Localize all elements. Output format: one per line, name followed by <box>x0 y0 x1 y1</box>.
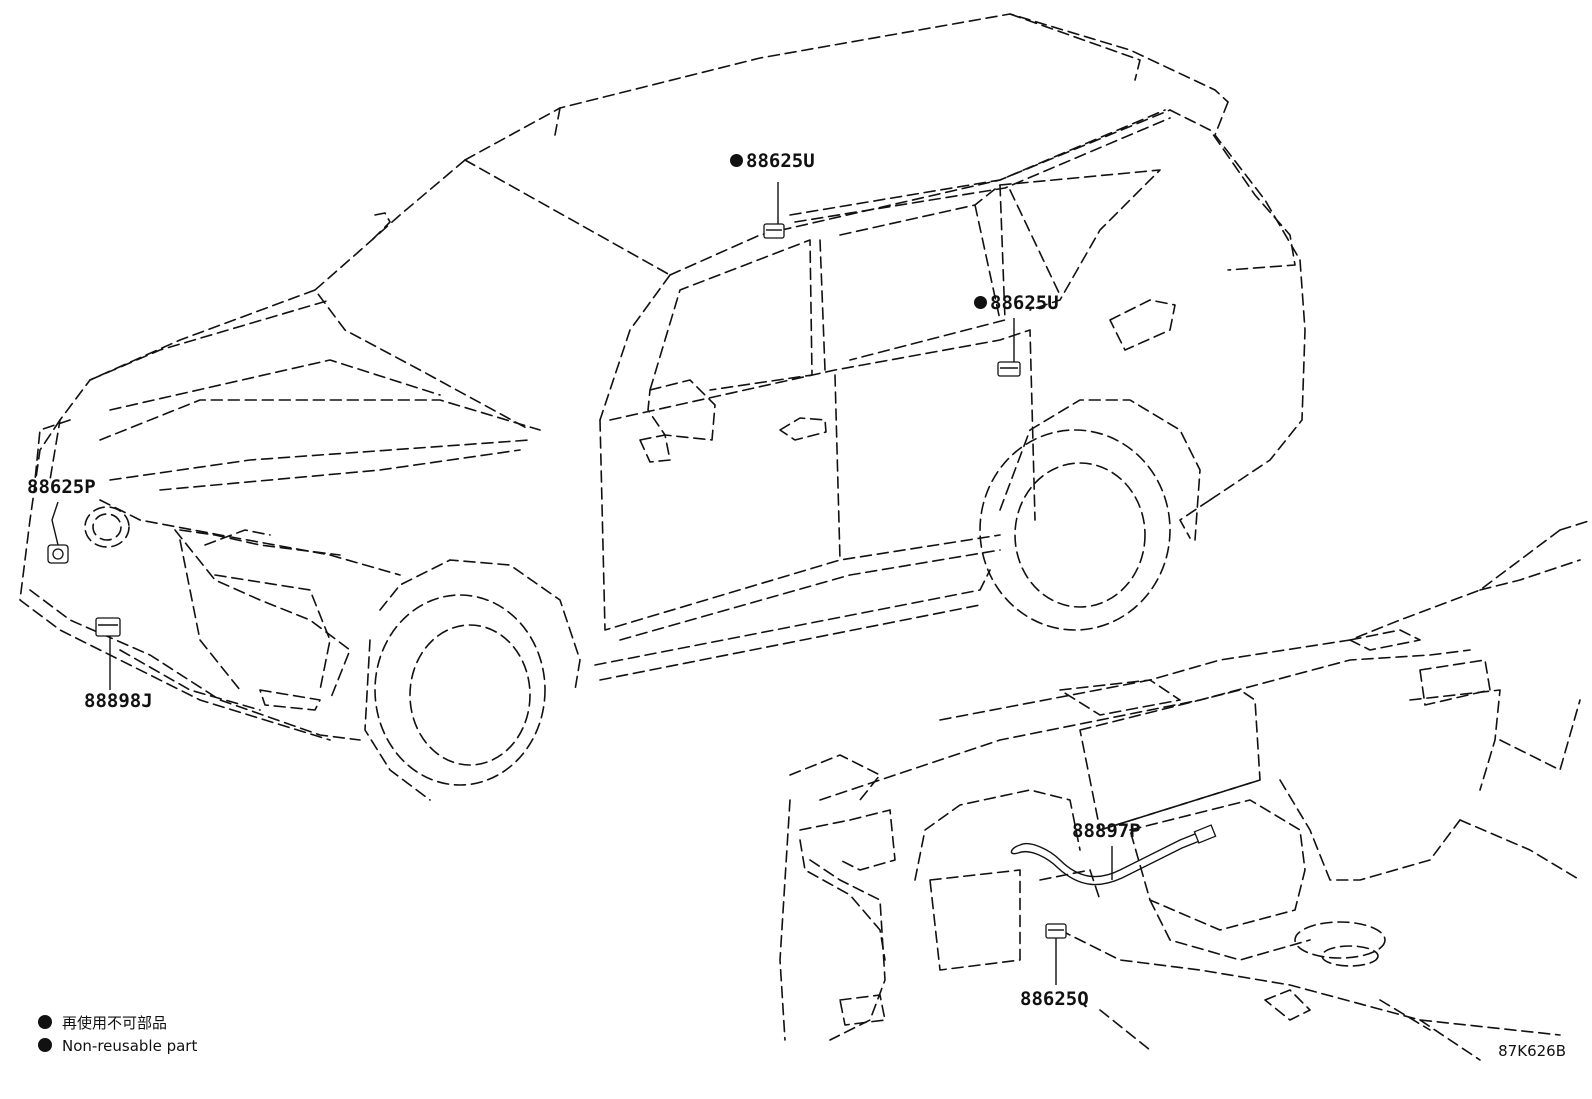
non-reusable-dot-icon <box>38 1015 52 1029</box>
part-number: 88625U <box>746 150 815 172</box>
front-lower-sensor-part <box>95 617 121 637</box>
legend-text-english: Non-reusable part <box>62 1037 198 1055</box>
legend-text-japanese: 再使用不可部品 <box>62 1014 168 1032</box>
label-dash-harness: 88897P <box>1072 822 1141 841</box>
legend-english: Non-reusable part <box>38 1037 197 1055</box>
dashboard-outline <box>779 519 1592 1061</box>
pillar-sensor-part <box>997 361 1021 377</box>
label-pillar-sensor: 88625U <box>974 294 1059 313</box>
illustration-code: 87K626B <box>1498 1042 1566 1060</box>
label-dash-sensor: 88625Q <box>1020 990 1089 1009</box>
label-front-left-sensor: 88625P <box>27 478 96 497</box>
part-number: 88625Q <box>1020 988 1089 1010</box>
legend-japanese: 再使用不可部品 <box>38 1012 167 1033</box>
non-reusable-dot-icon <box>730 154 743 167</box>
part-number: 88625U <box>990 292 1059 314</box>
non-reusable-dot-icon <box>974 296 987 309</box>
part-number: 88625P <box>27 476 96 498</box>
part-number: 88898J <box>84 690 153 712</box>
leader-lines <box>51 182 1113 985</box>
part-number: 88897P <box>1072 820 1141 842</box>
wire-harness <box>1010 824 1217 886</box>
label-roof-sensor: 88625U <box>730 152 815 171</box>
roof-sensor-part <box>763 223 785 239</box>
dash-sensor-part <box>1045 923 1067 939</box>
non-reusable-dot-icon <box>38 1038 52 1052</box>
label-front-lower-sensor: 88898J <box>84 692 153 711</box>
sensor-parts <box>47 223 1067 939</box>
vehicle-outline <box>19 13 1306 801</box>
